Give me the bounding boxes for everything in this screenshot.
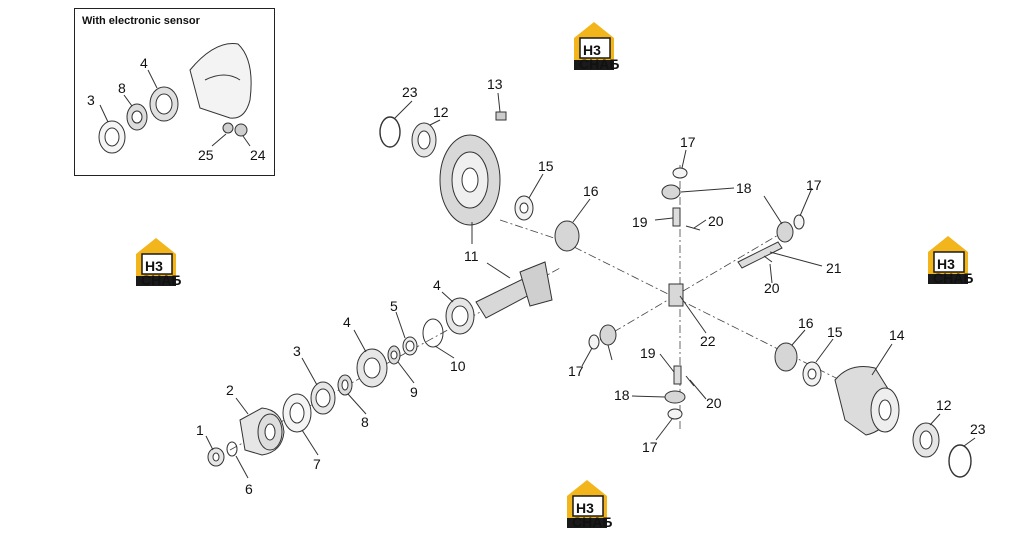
callout-10: 10	[450, 358, 466, 374]
callout-22: 22	[700, 333, 716, 349]
callout-19-top: 19	[632, 214, 648, 230]
watermark-logo-left: H3 СНАБ	[135, 237, 181, 288]
callout-2: 2	[226, 382, 234, 398]
callout-21: 21	[826, 260, 842, 276]
callout-17-right: 17	[806, 177, 822, 193]
callout-5: 5	[390, 298, 398, 314]
callout-20-top: 20	[708, 213, 724, 229]
watermark-logo-bottom: H3 СНАБ	[566, 479, 612, 530]
svg-text:H3: H3	[145, 258, 163, 274]
svg-text:H3: H3	[937, 256, 955, 272]
inset-title: With electronic sensor	[82, 15, 200, 27]
leader-lines	[205, 92, 976, 479]
inset-callout-25: 25	[198, 147, 214, 163]
callout-23-upper: 23	[402, 84, 418, 100]
differential-assembly	[588, 167, 972, 478]
svg-text:СНАБ: СНАБ	[579, 56, 619, 72]
inset-drawing	[98, 43, 252, 154]
inset-callout-4: 4	[140, 55, 148, 71]
callout-17-bottom: 17	[642, 439, 658, 455]
callout-labels: 1 2 6 3 7 8 4 9 5 10 4 23 12 13 15 16 11…	[196, 76, 986, 497]
callout-8: 8	[361, 414, 369, 430]
svg-text:СНАБ: СНАБ	[572, 514, 612, 530]
pinion-assembly	[207, 261, 553, 467]
callout-18-bottom: 18	[614, 387, 630, 403]
callout-9: 9	[410, 384, 418, 400]
callout-11: 11	[464, 248, 479, 264]
callout-14: 14	[889, 327, 905, 343]
svg-text:H3: H3	[576, 500, 594, 516]
callout-15-lower: 15	[827, 324, 843, 340]
callout-13: 13	[487, 76, 503, 92]
inset-callout-8: 8	[118, 80, 126, 96]
callout-16-upper: 16	[583, 183, 599, 199]
callout-12-lower: 12	[936, 397, 952, 413]
inset-leaders	[99, 69, 251, 147]
callout-20-bottom: 20	[706, 395, 722, 411]
callout-18-top: 18	[736, 180, 752, 196]
callout-3: 3	[293, 343, 301, 359]
callout-19-bottom: 19	[640, 345, 656, 361]
callout-4-lower: 4	[343, 314, 351, 330]
callout-17-top: 17	[680, 134, 696, 150]
callout-15-upper: 15	[538, 158, 554, 174]
inset-callout-3: 3	[87, 92, 95, 108]
callout-20-right: 20	[764, 280, 780, 296]
inset-callout-24: 24	[250, 147, 266, 163]
callout-7: 7	[313, 456, 321, 472]
callout-17-left: 17	[568, 363, 584, 379]
svg-text:СНАБ: СНАБ	[933, 270, 973, 286]
callout-12-upper: 12	[433, 104, 449, 120]
watermark-logo-top: H3 СНАБ	[573, 21, 619, 72]
callout-1: 1	[196, 422, 204, 438]
ring-gear-assembly	[379, 111, 580, 252]
callout-6: 6	[245, 481, 253, 497]
callout-23-lower: 23	[970, 421, 986, 437]
svg-text:СНАБ: СНАБ	[141, 272, 181, 288]
callout-4-upper: 4	[433, 277, 441, 293]
watermark-logo-right: H3 СНАБ	[927, 235, 973, 286]
callout-16-lower: 16	[798, 315, 814, 331]
svg-text:H3: H3	[583, 42, 601, 58]
